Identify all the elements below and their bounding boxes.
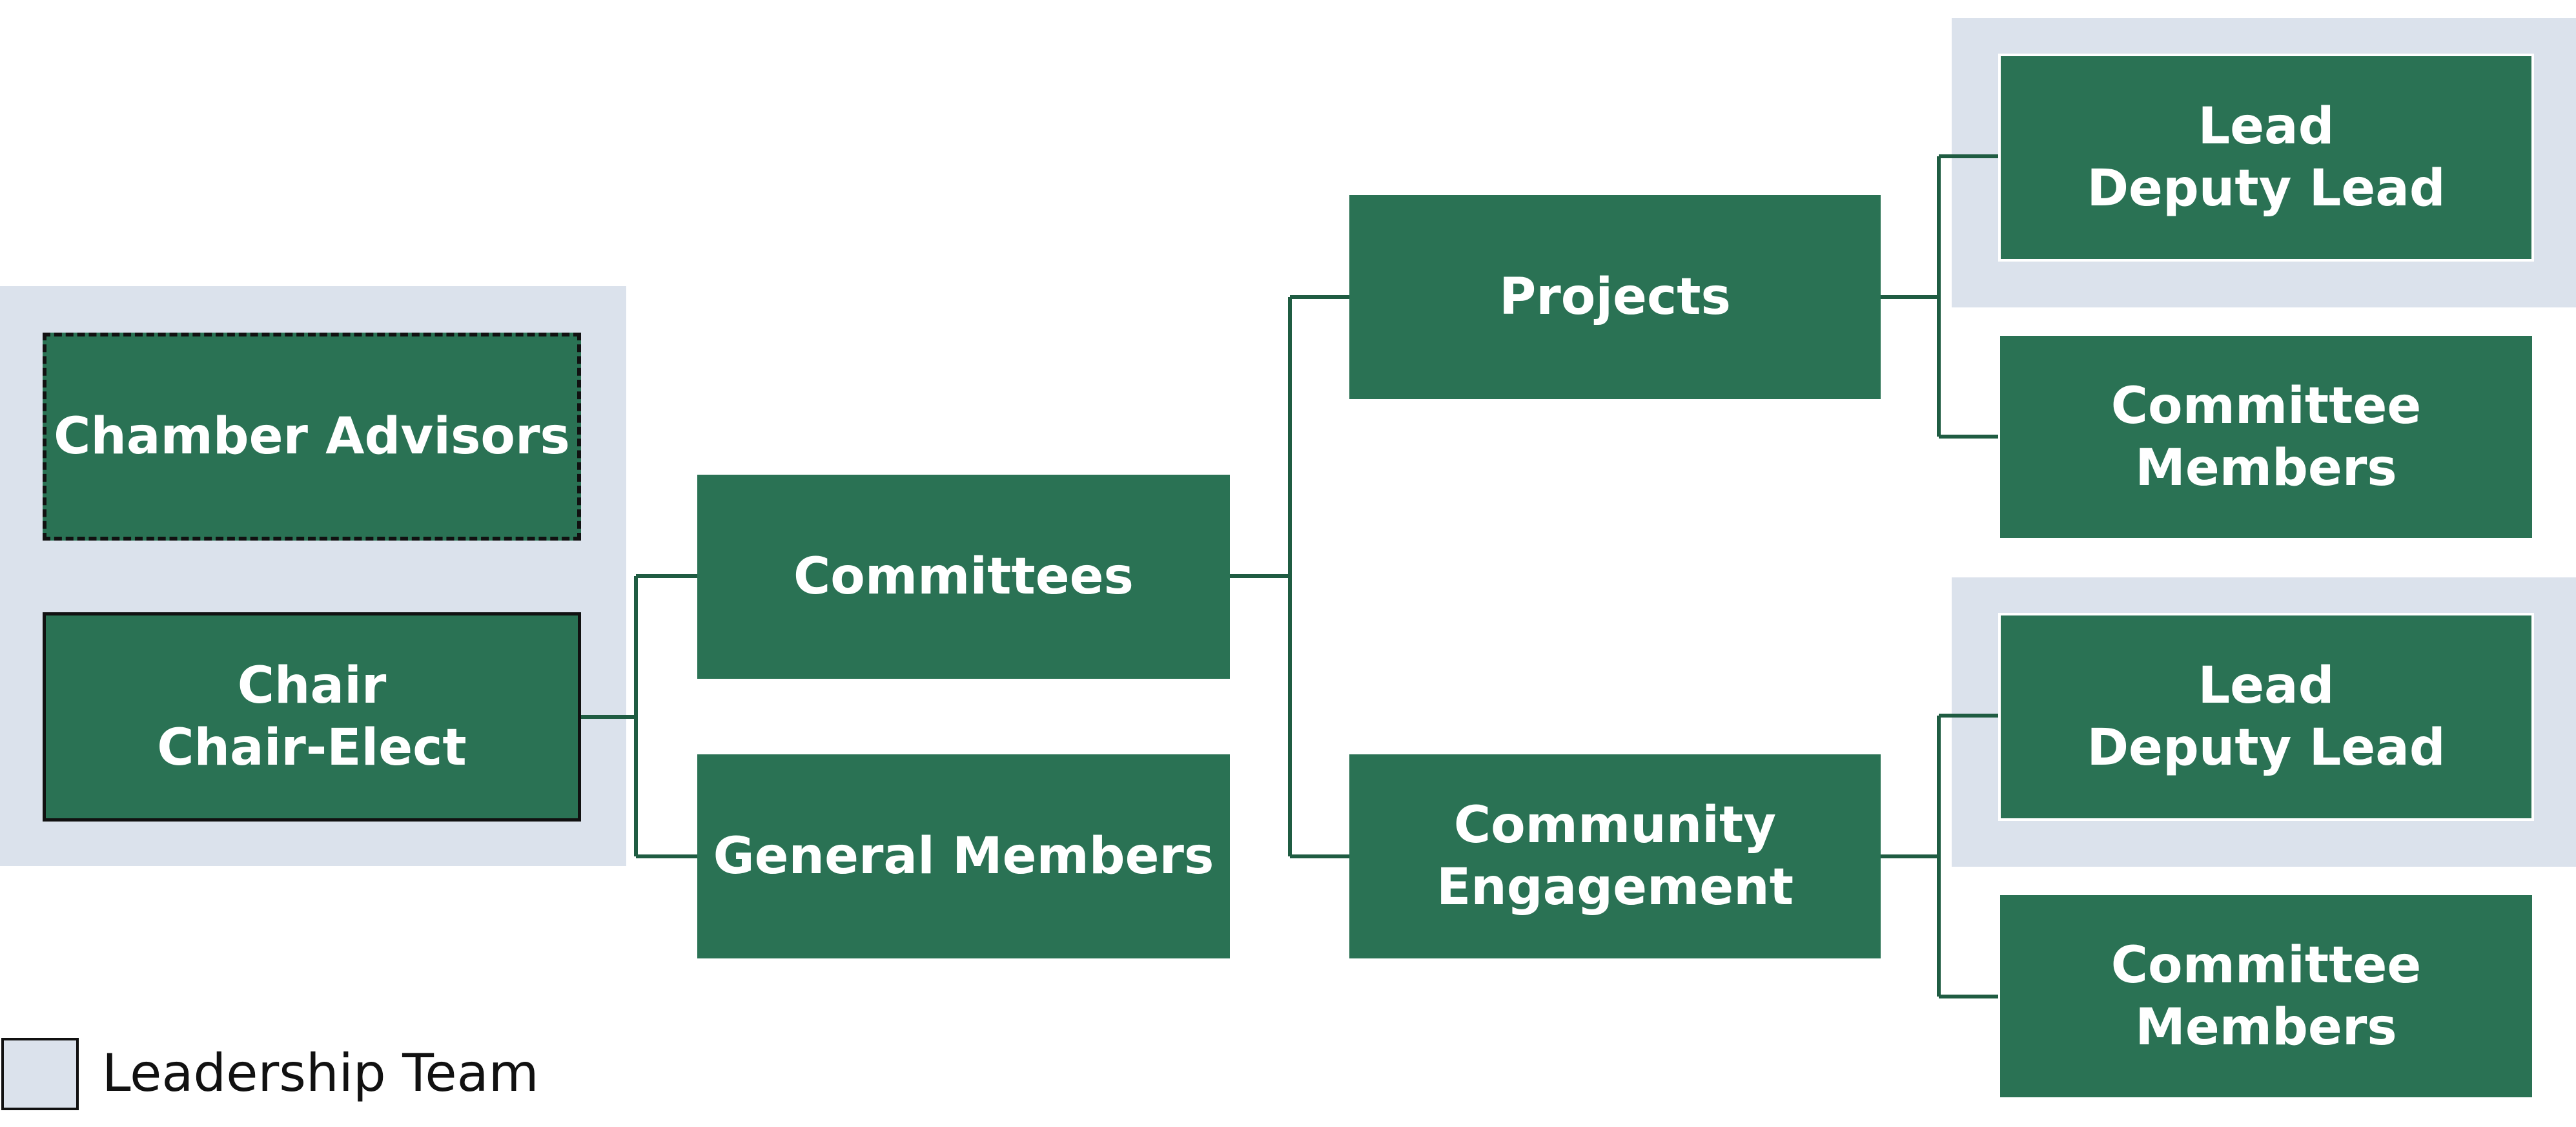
community-lead-box: Lead Deputy Lead (1998, 613, 2534, 821)
projects-members-label: Members (2135, 439, 2397, 497)
projects-box: Projects (1349, 195, 1881, 399)
legend-label: Leadership Team (102, 1043, 539, 1103)
committees-box: Committees (697, 475, 1230, 679)
community-label: Community (1453, 796, 1777, 854)
chamber-advisors-label: Chamber Advisors (54, 408, 570, 466)
projects-lead-label: Lead (2198, 98, 2335, 156)
engagement-label: Engagement (1436, 858, 1794, 916)
general-members-box: General Members (697, 754, 1230, 958)
community-deputy-lead-label: Deputy Lead (2087, 719, 2446, 777)
chair-label: Chair (237, 657, 387, 715)
general-members-label: General Members (713, 827, 1214, 885)
community-lead-label: Lead (2198, 657, 2335, 715)
community-members-label: Members (2135, 998, 2397, 1057)
community-committee-label: Committee (2111, 936, 2422, 995)
community-committee-members-box: Committee Members (2000, 895, 2532, 1097)
projects-lead-box: Lead Deputy Lead (1998, 54, 2534, 262)
chamber-advisors-box: Chamber Advisors (43, 333, 581, 541)
chair-elect-label: Chair-Elect (157, 719, 467, 777)
projects-committee-members-box: Committee Members (2000, 336, 2532, 538)
projects-label: Projects (1499, 268, 1731, 326)
projects-deputy-lead-label: Deputy Lead (2087, 160, 2446, 218)
committees-label: Committees (793, 548, 1134, 606)
chair-box: Chair Chair-Elect (43, 612, 581, 822)
projects-committee-label: Committee (2111, 377, 2422, 435)
legend-swatch (1, 1038, 79, 1110)
community-engagement-box: Community Engagement (1349, 754, 1881, 958)
